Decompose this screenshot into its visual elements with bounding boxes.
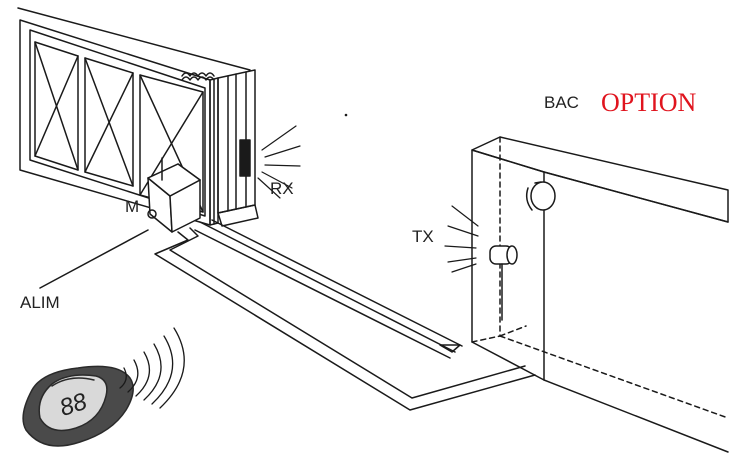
gate-top-spring xyxy=(181,72,215,81)
rx-signal-waves xyxy=(257,125,301,199)
alim-label: ALIM xyxy=(20,293,60,312)
floor-rail xyxy=(194,219,463,359)
remote-signal-waves xyxy=(119,327,185,409)
remote-control xyxy=(22,365,134,447)
sliding-gate xyxy=(17,7,259,227)
stray-dot xyxy=(344,113,348,117)
rx-photocell xyxy=(239,139,251,177)
bac-label: BAC xyxy=(544,93,579,112)
motor-label: M xyxy=(125,197,139,216)
option-label: OPTION xyxy=(601,88,697,117)
alim-pointer-line xyxy=(39,229,149,289)
motor-unit xyxy=(147,157,201,233)
tx-label: TX xyxy=(412,227,434,246)
tx-photocell xyxy=(489,245,518,321)
bac-photocell xyxy=(525,181,556,211)
receiving-post xyxy=(471,136,729,453)
rx-label: RX xyxy=(270,179,294,198)
cable-trench xyxy=(154,227,536,411)
tx-signal-waves xyxy=(444,205,479,273)
